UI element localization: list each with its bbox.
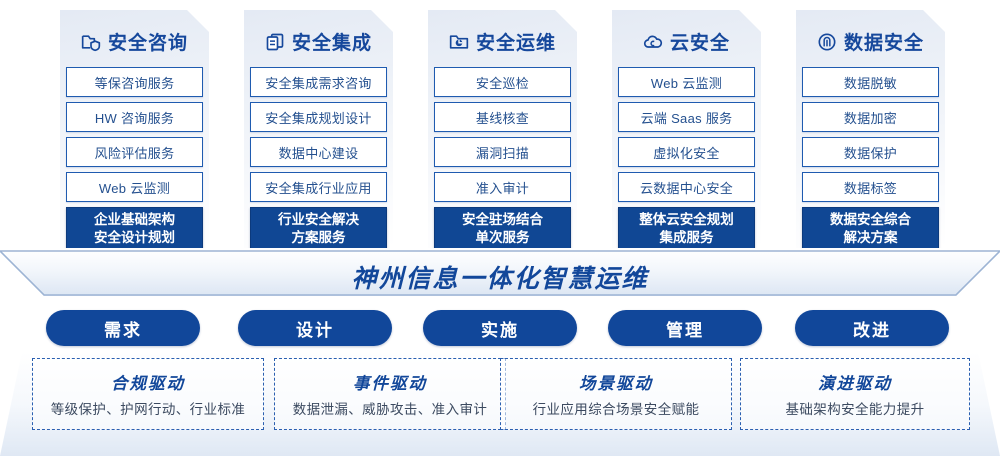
service-item[interactable]: 安全巡检: [434, 67, 571, 97]
service-item[interactable]: 数据加密: [802, 102, 939, 132]
process-pill-design[interactable]: 设计: [238, 310, 392, 346]
column-title: 安全咨询: [107, 33, 188, 54]
service-item[interactable]: 基线核查: [434, 102, 571, 132]
service-item[interactable]: 安全集成行业应用: [250, 172, 387, 202]
driver-title: 合规驱动: [111, 375, 185, 393]
service-highlight[interactable]: 企业基础架构 安全设计规划: [66, 207, 203, 251]
driver-subtitle: 基础架构安全能力提升: [785, 402, 925, 417]
service-highlight[interactable]: 整体云安全规划 集成服务: [618, 207, 755, 251]
highlight-line-2: 方案服务: [291, 230, 346, 245]
service-item[interactable]: 等保咨询服务: [66, 67, 203, 97]
folder-chart-icon: [449, 32, 469, 52]
highlight-line-1: 行业安全解决: [278, 212, 359, 227]
driver-card-scenario[interactable]: 场景驱动 行业应用综合场景安全赋能: [500, 358, 732, 430]
column-title: 安全集成: [291, 33, 372, 54]
drivers-row: 合规驱动 等级保护、护网行动、行业标准 事件驱动 数据泄漏、威胁攻击、准入审计 …: [0, 358, 1000, 446]
column-header: 安全咨询: [60, 28, 209, 55]
highlight-line-2: 解决方案: [843, 230, 898, 245]
platform-banner: 神州信息一体化智慧运维: [0, 250, 1000, 298]
highlight-line-2: 单次服务: [475, 230, 530, 245]
driver-title: 演进驱动: [818, 375, 892, 393]
column-header: 云安全: [612, 28, 761, 55]
highlight-line-1: 安全驻场结合: [462, 212, 543, 227]
column-header: 数据安全: [796, 28, 945, 55]
service-column-security-operations[interactable]: 安全运维 安全巡检 基线核查 漏洞扫描 准入审计 安全驻场结合 单次服务: [428, 10, 577, 248]
service-highlight[interactable]: 行业安全解决 方案服务: [250, 207, 387, 251]
service-item[interactable]: 风险评估服务: [66, 137, 203, 167]
driver-subtitle: 等级保护、护网行动、行业标准: [50, 402, 246, 417]
driver-title: 场景驱动: [579, 375, 653, 393]
service-columns: 安全咨询 等保咨询服务 HW 咨询服务 风险评估服务 Web 云监测 企业基础架…: [0, 0, 1000, 250]
driver-card-evolution[interactable]: 演进驱动 基础架构安全能力提升: [740, 358, 970, 430]
service-item[interactable]: HW 咨询服务: [66, 102, 203, 132]
cloud-icon: [643, 32, 663, 52]
service-highlight[interactable]: 数据安全综合 解决方案: [802, 207, 939, 251]
service-item[interactable]: Web 云监测: [618, 67, 755, 97]
highlight-line-2: 安全设计规划: [94, 230, 175, 245]
column-title: 云安全: [669, 33, 730, 54]
service-column-security-consulting[interactable]: 安全咨询 等保咨询服务 HW 咨询服务 风险评估服务 Web 云监测 企业基础架…: [60, 10, 209, 248]
service-item[interactable]: 数据标签: [802, 172, 939, 202]
banner-title: 神州信息一体化智慧运维: [351, 265, 649, 293]
service-item[interactable]: 云数据中心安全: [618, 172, 755, 202]
driver-card-compliance[interactable]: 合规驱动 等级保护、护网行动、行业标准: [32, 358, 264, 430]
service-item[interactable]: 虚拟化安全: [618, 137, 755, 167]
service-item[interactable]: 安全集成规划设计: [250, 102, 387, 132]
service-column-cloud-security[interactable]: 云安全 Web 云监测 云端 Saas 服务 虚拟化安全 云数据中心安全 整体云…: [612, 10, 761, 248]
driver-subtitle: 行业应用综合场景安全赋能: [532, 402, 700, 417]
column-item-list: Web 云监测 云端 Saas 服务 虚拟化安全 云数据中心安全 整体云安全规划…: [618, 67, 755, 251]
service-highlight[interactable]: 安全驻场结合 单次服务: [434, 207, 571, 251]
service-item[interactable]: Web 云监测: [66, 172, 203, 202]
service-item[interactable]: 云端 Saas 服务: [618, 102, 755, 132]
service-item[interactable]: 准入审计: [434, 172, 571, 202]
column-header: 安全集成: [244, 28, 393, 55]
process-pill-management[interactable]: 管理: [608, 310, 762, 346]
highlight-line-1: 企业基础架构: [94, 212, 175, 227]
column-title: 安全运维: [475, 33, 556, 54]
service-item[interactable]: 数据中心建设: [250, 137, 387, 167]
process-pill-demand[interactable]: 需求: [46, 310, 200, 346]
column-item-list: 安全巡检 基线核查 漏洞扫描 准入审计 安全驻场结合 单次服务: [434, 67, 571, 251]
driver-title: 事件驱动: [353, 375, 427, 393]
service-column-data-security[interactable]: 数据安全 数据脱敏 数据加密 数据保护 数据标签 数据安全综合 解决方案: [796, 10, 945, 248]
folder-shield-icon: [81, 32, 101, 52]
service-item[interactable]: 漏洞扫描: [434, 137, 571, 167]
service-item[interactable]: 数据保护: [802, 137, 939, 167]
stacked-documents-icon: [265, 32, 285, 52]
column-item-list: 安全集成需求咨询 安全集成规划设计 数据中心建设 安全集成行业应用 行业安全解决…: [250, 67, 387, 251]
highlight-line-1: 整体云安全规划: [639, 212, 734, 227]
column-item-list: 数据脱敏 数据加密 数据保护 数据标签 数据安全综合 解决方案: [802, 67, 939, 251]
column-header: 安全运维: [428, 28, 577, 55]
highlight-line-2: 集成服务: [659, 230, 714, 245]
column-title: 数据安全: [843, 33, 924, 54]
service-column-security-integration[interactable]: 安全集成 安全集成需求咨询 安全集成规划设计 数据中心建设 安全集成行业应用 行…: [244, 10, 393, 248]
banner-outline: [0, 250, 1000, 296]
column-item-list: 等保咨询服务 HW 咨询服务 风险评估服务 Web 云监测 企业基础架构 安全设…: [66, 67, 203, 251]
banner-shape: [0, 250, 1000, 296]
fingerprint-icon: [817, 32, 837, 52]
process-pill-row: 需求 设计 实施 管理 改进: [0, 310, 1000, 346]
service-item[interactable]: 安全集成需求咨询: [250, 67, 387, 97]
process-pill-improvement[interactable]: 改进: [795, 310, 949, 346]
driver-subtitle: 数据泄漏、威胁攻击、准入审计: [292, 402, 488, 417]
highlight-line-1: 数据安全综合: [830, 212, 911, 227]
process-pill-implementation[interactable]: 实施: [423, 310, 577, 346]
service-item[interactable]: 数据脱敏: [802, 67, 939, 97]
driver-card-incident[interactable]: 事件驱动 数据泄漏、威胁攻击、准入审计: [274, 358, 506, 430]
